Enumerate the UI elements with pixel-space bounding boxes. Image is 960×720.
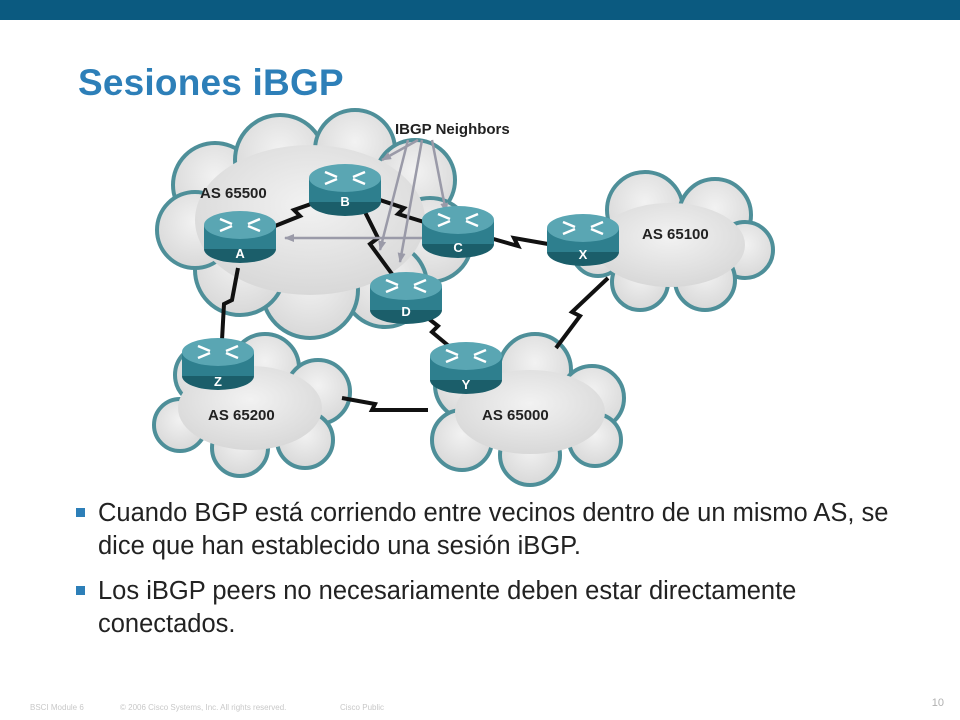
router-label-b: B <box>340 194 349 209</box>
router-label-d: D <box>401 304 410 319</box>
as-label-65200: AS 65200 <box>208 407 275 424</box>
as-label-65500: AS 65500 <box>200 185 267 202</box>
bullet-text: Los iBGP peers no necesariamente deben e… <box>98 577 797 638</box>
link-a-z <box>220 267 240 341</box>
router-a: A <box>204 211 276 263</box>
router-b: B <box>309 164 381 216</box>
router-c: C <box>422 206 494 258</box>
footer-module: BSCI Module 6 <box>30 703 84 712</box>
top-bar <box>0 0 960 20</box>
link-y-x <box>554 276 610 350</box>
link-b-d <box>360 205 394 276</box>
bullet-list: Cuando BGP está corriendo entre vecinos … <box>74 497 904 653</box>
neighbor-arrow-d1 <box>378 139 410 251</box>
as-label-65000: AS 65000 <box>482 407 549 424</box>
router-x: X <box>547 214 619 266</box>
ibgp-neighbors-label: IBGP Neighbors <box>395 121 510 138</box>
page-number: 10 <box>931 697 944 709</box>
router-label-z: Z <box>214 374 222 389</box>
ibgp-neighbor-arrows <box>284 138 449 263</box>
neighbor-arrow-b <box>381 138 419 162</box>
router-label-c: C <box>453 240 463 255</box>
link-c-x <box>489 235 549 250</box>
neighbor-arrow-d2 <box>397 139 424 263</box>
router-label-x: X <box>579 247 588 262</box>
link-z-y <box>341 396 428 412</box>
square-bullet-icon <box>76 586 85 595</box>
bullet-item: Cuando BGP está corriendo entre vecinos … <box>74 497 904 563</box>
bullet-text: Cuando BGP está corriendo entre vecinos … <box>98 499 889 560</box>
as-label-65100: AS 65100 <box>642 226 709 243</box>
router-z: Z <box>182 338 254 390</box>
footer-copyright: © 2006 Cisco Systems, Inc. All rights re… <box>120 703 287 712</box>
footer-classification: Cisco Public <box>340 703 385 712</box>
neighbor-arrow-c <box>430 139 449 213</box>
router-d: D <box>370 272 442 324</box>
router-label-a: A <box>235 246 245 261</box>
bullet-item: Los iBGP peers no necesariamente deben e… <box>74 575 904 641</box>
router-label-y: Y <box>462 377 471 392</box>
square-bullet-icon <box>76 508 85 517</box>
slide-title: Sesiones iBGP <box>78 62 344 103</box>
router-y: Y <box>430 342 502 394</box>
